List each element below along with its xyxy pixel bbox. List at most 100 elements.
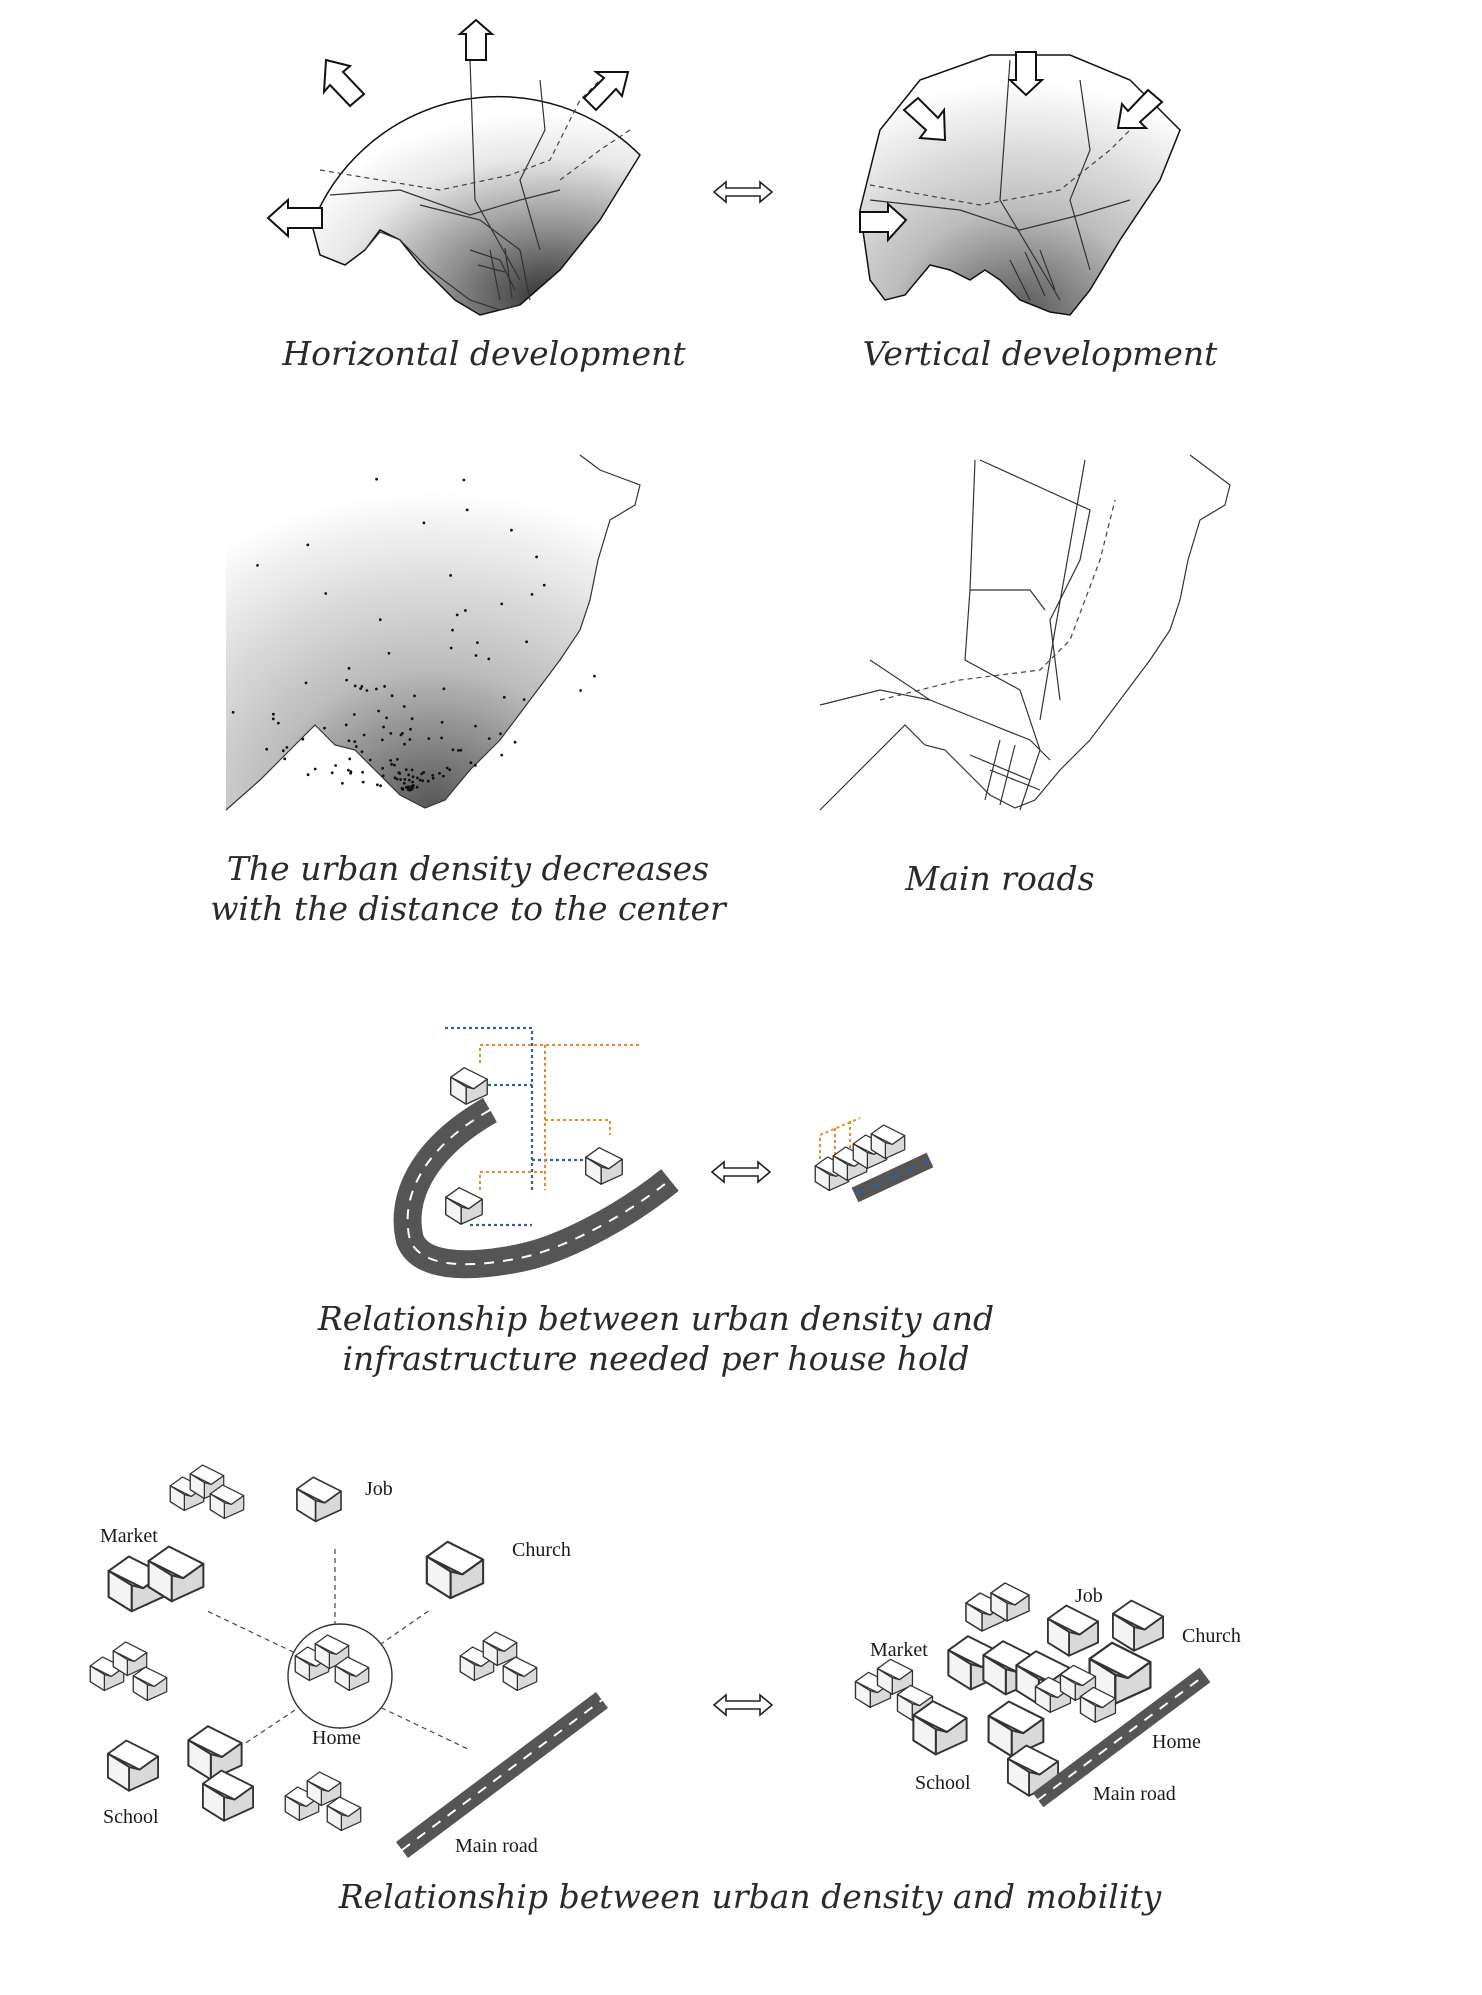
population-dot (265, 747, 269, 751)
population-dot (231, 710, 235, 714)
vertical-development-map (859, 51, 1181, 316)
population-dot (474, 654, 478, 657)
house-icon (990, 1582, 1030, 1622)
population-dot (522, 698, 526, 701)
vertical-development-caption: Vertical development (863, 334, 1219, 373)
population-dot (359, 687, 362, 690)
house-icon (201, 1769, 255, 1822)
population-dot (390, 762, 393, 766)
density-caption-line2: with the distance to the center (210, 889, 728, 928)
house-icon (296, 1476, 342, 1523)
population-dot (487, 737, 491, 740)
population-dot (476, 641, 479, 644)
population-dot (376, 783, 379, 787)
population-dot (324, 592, 328, 595)
population-dot (347, 739, 351, 743)
population-dot (487, 657, 491, 661)
population-dot (500, 753, 504, 757)
church-label-compact: Church (1182, 1625, 1241, 1647)
population-dot (341, 781, 344, 785)
home-label-compact: Home (1152, 1731, 1201, 1753)
population-dot (473, 763, 477, 767)
population-dot (361, 770, 364, 774)
outward-arrow-icon (582, 71, 630, 112)
population-dot (410, 768, 414, 772)
house-icon (187, 1725, 243, 1781)
population-dot (399, 778, 402, 781)
population-dot (404, 768, 408, 771)
population-dot (408, 788, 412, 792)
population-dot (277, 721, 280, 725)
population-dot (459, 748, 463, 752)
population-dot (362, 733, 366, 737)
population-dot (381, 766, 384, 770)
population-dot (407, 778, 411, 782)
outward-arrow-icon (322, 58, 366, 108)
inward-arrow-icon (859, 201, 908, 243)
house-icon (106, 1739, 160, 1792)
house-icon (209, 1484, 245, 1520)
population-dot (418, 778, 422, 782)
population-dot (500, 602, 504, 606)
population-dot (465, 508, 469, 512)
population-dot (438, 772, 441, 775)
population-dot (442, 774, 445, 778)
population-dot (377, 709, 380, 713)
population-dot (402, 705, 406, 708)
population-dot (345, 678, 348, 682)
population-dot (344, 723, 348, 727)
population-dot (406, 785, 410, 789)
population-dot (354, 745, 358, 748)
population-dot (378, 618, 382, 622)
population-dot (256, 564, 259, 567)
mobility-caption: Relationship between urban density and m… (338, 1877, 1162, 1916)
population-dot (353, 684, 357, 688)
population-dot (442, 687, 446, 691)
population-dot (387, 651, 391, 655)
inward-arrow-icon (1007, 51, 1045, 97)
population-dot (422, 521, 426, 525)
job-label-compact: Job (1075, 1585, 1103, 1607)
market-label: Market (100, 1525, 158, 1547)
population-dot (393, 776, 397, 780)
urban-density-map (225, 454, 641, 811)
infrastructure-caption-line2: infrastructure needed per house hold (342, 1339, 969, 1378)
population-dot (431, 776, 435, 780)
population-dot (510, 528, 513, 532)
population-dot (409, 727, 412, 731)
population-dot (474, 724, 477, 728)
road-curve (393, 1097, 679, 1279)
population-dot (368, 758, 372, 762)
population-dot (403, 742, 406, 746)
main-roads-caption: Main roads (904, 859, 1094, 898)
population-dot (542, 583, 546, 587)
population-dot (360, 750, 364, 754)
population-dot (448, 768, 452, 772)
density-caption-line1: The urban density decreases (227, 849, 709, 888)
population-dot (411, 775, 415, 779)
population-dot (403, 778, 407, 781)
main-roads-map (819, 454, 1231, 811)
population-dot (525, 640, 528, 644)
house-icon (132, 1666, 168, 1702)
population-dot (440, 736, 443, 740)
population-dot (415, 785, 419, 789)
population-dot (375, 687, 378, 691)
population-dot (421, 779, 424, 783)
population-dot (502, 695, 506, 699)
population-dot (330, 771, 334, 775)
population-dot (381, 774, 385, 778)
house-icon (445, 1187, 483, 1225)
population-dot (281, 749, 285, 753)
house-icon (1111, 1599, 1165, 1652)
mobility-sprawl-diagram: Market Job Church Home School Main road (89, 1464, 608, 1858)
population-dot (422, 771, 426, 774)
population-dot (410, 785, 414, 788)
population-dot (593, 674, 596, 678)
double-arrow-icon (713, 181, 773, 203)
population-dot (427, 737, 431, 740)
house-icon (585, 1147, 623, 1185)
population-dot (352, 713, 356, 716)
population-dot (360, 685, 364, 688)
school-label-compact: School (915, 1772, 971, 1794)
